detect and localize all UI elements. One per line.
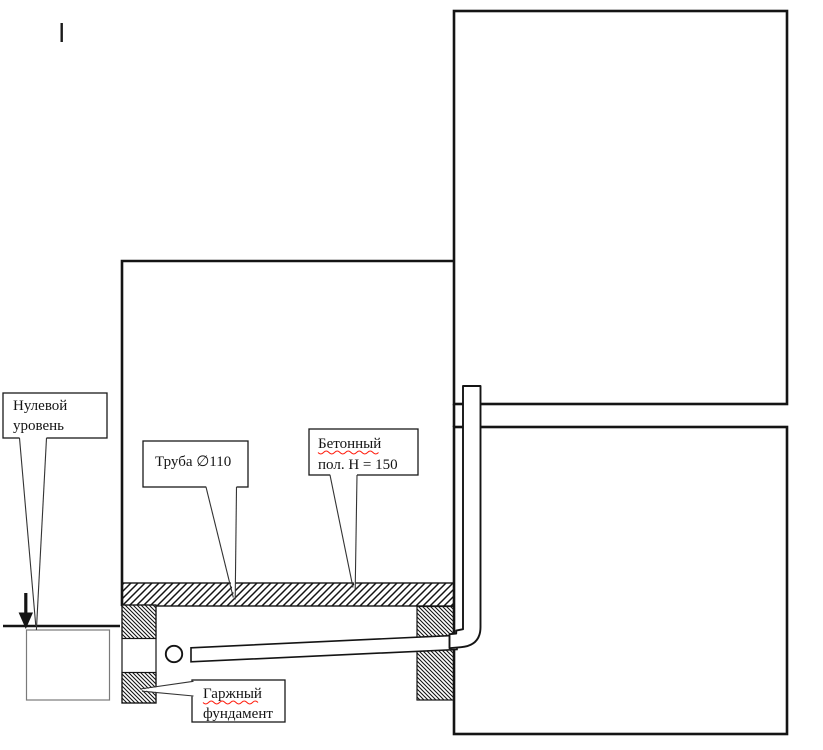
pipe-label: Труба ∅110 — [155, 454, 231, 470]
foundation-left-upper-block — [121, 604, 157, 640]
drain-pipe-horizontal — [190, 634, 458, 663]
drain-pipe-vertical — [448, 385, 482, 650]
spellcheck-underline — [317, 450, 379, 455]
house-upper-room — [452, 9, 789, 406]
spellcheck-underline — [202, 700, 259, 705]
pipe-inlet-circle — [164, 644, 184, 664]
callout-pipe[interactable]: Труба ∅110 — [142, 440, 249, 600]
garage-foundation-label-line1: Гаржный — [203, 686, 262, 702]
concrete-floor-label-line2: пол. Н = 150 — [318, 457, 398, 473]
house-lower-room — [452, 425, 789, 736]
callout-concrete-floor[interactable]: Бетонный пол. Н = 150 — [308, 428, 419, 590]
exterior-pit-square — [25, 629, 111, 701]
callout-garage-foundation[interactable]: Гаржный фундамент — [139, 679, 286, 723]
garage-foundation-label-line2: фундамент — [203, 706, 273, 722]
zero-level-arrow — [18, 593, 33, 629]
concrete-floor-label-line1: Бетонный — [318, 436, 381, 452]
garage-outline — [120, 259, 454, 606]
callout-zero-level[interactable]: Нулевой уровень — [2, 392, 108, 631]
zero-level-label-line2: уровень — [13, 418, 64, 434]
concrete-floor-slab — [121, 582, 455, 607]
text-cursor-mark — [60, 23, 63, 42]
zero-level-label-line1: Нулевой — [13, 398, 67, 414]
foundation-right-block — [416, 605, 455, 701]
